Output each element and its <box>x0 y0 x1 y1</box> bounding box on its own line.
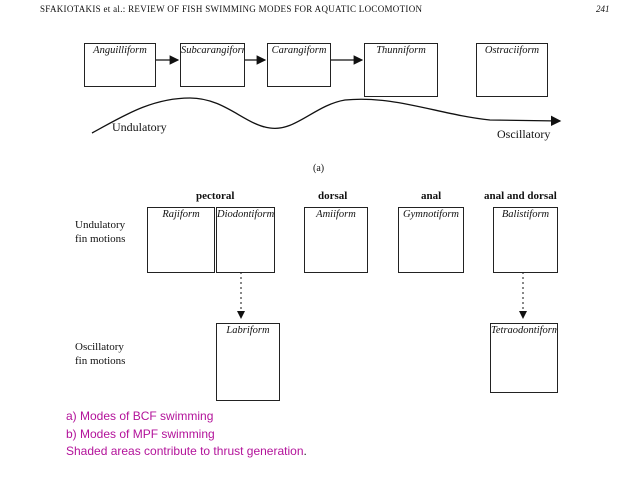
panel-label-a: (a) <box>313 163 325 174</box>
mode-label-balistiform: Balistiform <box>501 209 550 220</box>
note-mpf: b) Modes of MPF swimming <box>66 426 215 441</box>
mode-box-gymnotiform: Gymnotiform <box>398 207 464 273</box>
note-shaded-period: . <box>303 444 307 458</box>
mode-label-carangiform: Carangiform <box>271 45 327 56</box>
column-title-dorsal: dorsal <box>318 190 348 202</box>
mode-label-diodontiform: Diodontiform <box>217 209 275 220</box>
row-label-undulatory-line2: fin motions <box>75 233 126 245</box>
mode-label-tetraodontiform: Tetraodontiform <box>491 325 558 336</box>
mode-box-ostraciiform: Ostraciiform <box>476 43 548 97</box>
row-label-oscillatory: Oscillatory fin motions <box>75 340 125 368</box>
row-label-oscillatory-line1: Oscillatory <box>75 341 124 353</box>
note-bcf: a) Modes of BCF swimming <box>66 409 214 423</box>
mode-box-tetraodontiform: Tetraodontiform <box>490 323 558 393</box>
mode-label-ostraciiform: Ostraciiform <box>484 45 540 56</box>
row-label-undulatory-line1: Undulatory <box>75 219 126 231</box>
row-label-oscillatory-line2: fin motions <box>75 355 126 367</box>
mode-label-gymnotiform: Gymnotiform <box>403 209 459 220</box>
column-title-anal-and-dorsal: anal and dorsal <box>484 190 557 202</box>
mode-box-anguilliform: Anguilliform <box>84 43 156 87</box>
mode-label-thunniform: Thunniform <box>376 45 426 56</box>
page-number: 241 <box>596 4 610 14</box>
mode-box-carangiform: Carangiform <box>267 43 331 87</box>
running-title: SFAKIOTAKIS et al.: REVIEW OF FISH SWIMM… <box>40 4 423 14</box>
note-shaded-text: Shaded areas contribute to thrust genera… <box>66 444 304 458</box>
mode-label-anguilliform: Anguilliform <box>93 45 147 56</box>
mode-box-rajiform: Rajiform <box>147 207 215 273</box>
row-label-undulatory: Undulatory fin motions <box>75 218 125 246</box>
note-shaded: Shaded areas contribute to thrust genera… <box>66 443 307 461</box>
mode-box-labriform: Labriform <box>216 323 280 401</box>
mode-box-thunniform: Thunniform <box>364 43 438 97</box>
column-title-pectoral: pectoral <box>196 190 235 202</box>
mode-box-amiiform: Amiiform <box>304 207 368 273</box>
mode-label-amiiform: Amiiform <box>316 209 356 220</box>
mode-box-diodontiform: Diodontiform <box>216 207 275 273</box>
axis-label-undulatory: Undulatory <box>112 120 167 134</box>
mode-label-labriform: Labriform <box>226 325 270 336</box>
axis-label-oscillatory: Oscillatory <box>497 127 551 141</box>
mode-label-subcarangiform: Subcarangiform <box>181 45 245 56</box>
mode-box-subcarangiform: Subcarangiform <box>180 43 245 87</box>
column-title-anal: anal <box>421 190 442 202</box>
mode-label-rajiform: Rajiform <box>162 209 200 220</box>
undulatory-oscillatory-wave <box>91 97 562 134</box>
figure-notes: a) Modes of BCF swimming b) Modes of MPF… <box>66 408 307 461</box>
mode-box-balistiform: Balistiform <box>493 207 558 273</box>
